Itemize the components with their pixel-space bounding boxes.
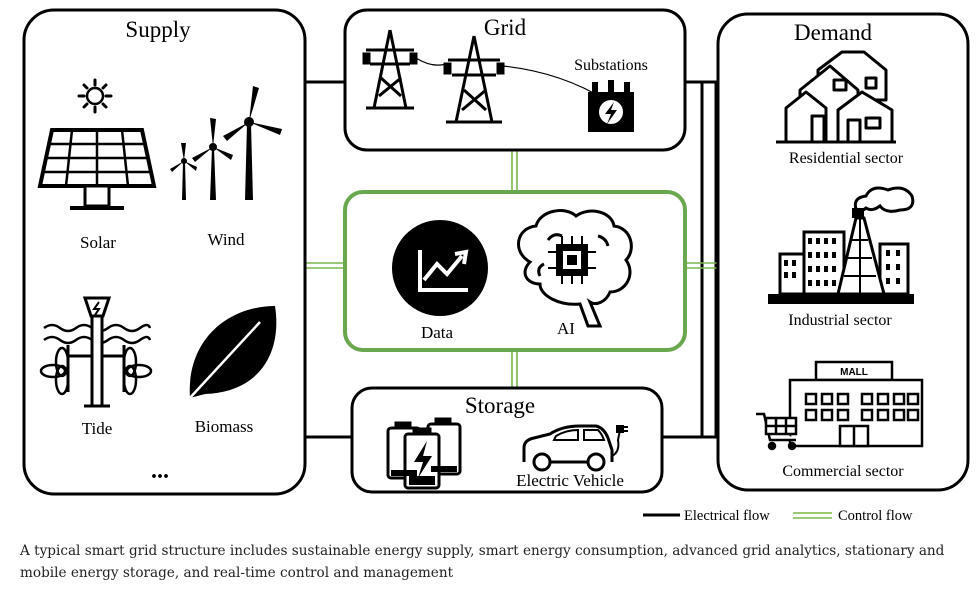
tide-turbine-icon (39, 296, 153, 408)
electric-car-icon (522, 424, 628, 472)
solar-panel-icon (37, 78, 157, 210)
biomass-label: Biomass (195, 417, 254, 436)
commercial-label: Commercial sector (782, 463, 904, 480)
more-ellipsis: ... (151, 458, 169, 484)
legend: Electrical flow Control flow (643, 508, 913, 524)
mall-icon: MALL (788, 360, 924, 448)
factory-icon (768, 186, 915, 304)
supply-title: Supply (125, 17, 191, 42)
ai-label: AI (557, 319, 575, 338)
control-flow-lines (305, 150, 718, 388)
legend-control-label: Control flow (838, 508, 913, 524)
data-label: Data (421, 323, 454, 342)
storage-title: Storage (465, 393, 535, 418)
figure-caption: A typical smart grid structure includes … (20, 543, 945, 581)
supply-panel: Supply (22, 8, 307, 496)
solar-label: Solar (80, 233, 116, 252)
substations-label: Substations (574, 57, 648, 74)
electrical-flow-lines (305, 80, 718, 439)
wind-turbine-icon (170, 86, 282, 200)
transmission-tower-icon (443, 35, 505, 124)
grid-title: Grid (484, 15, 527, 40)
data-ai-panel: Data AI (343, 190, 687, 352)
houses-icon (776, 50, 896, 144)
storage-panel: Storage Electric Vehicle (350, 386, 664, 494)
demand-panel: Demand Residential sector (716, 12, 970, 492)
leaf-icon (187, 306, 277, 401)
industrial-label: Industrial sector (788, 312, 892, 329)
substation-icon (588, 80, 634, 132)
chart-trend-icon (392, 220, 488, 316)
wind-label: Wind (207, 230, 245, 249)
grid-panel: Grid Substations (343, 8, 687, 152)
brain-chip-icon (517, 209, 633, 328)
transmission-tower-icon (362, 29, 418, 110)
ev-label: Electric Vehicle (516, 471, 624, 490)
legend-electrical-label: Electrical flow (684, 508, 770, 524)
tide-label: Tide (82, 419, 113, 438)
mall-sign: MALL (840, 367, 868, 378)
shopping-cart-icon (756, 412, 798, 451)
battery-icon (386, 417, 462, 490)
demand-title: Demand (794, 20, 872, 45)
residential-label: Residential sector (789, 150, 904, 167)
